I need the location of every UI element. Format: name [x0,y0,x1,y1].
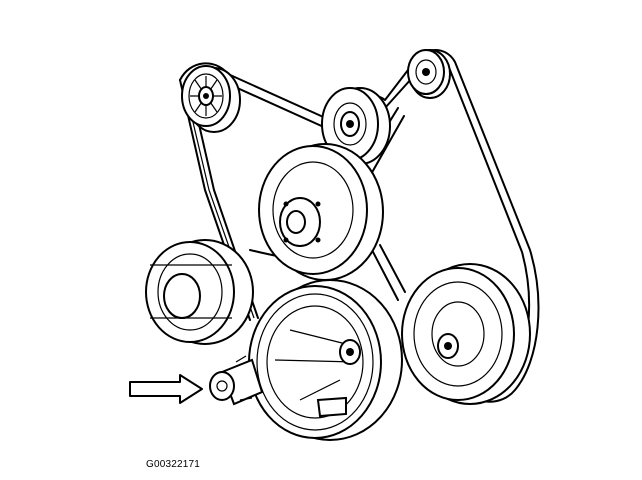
generator-pulley [145,239,254,345]
power-steering-pulley [401,263,531,405]
crankshaft-balancer [248,279,403,441]
figure-id-label: G00322171 [146,459,201,470]
callout-arrow [129,374,203,404]
idler-pulley-top [321,87,391,165]
idler-pulley-upper-left [181,65,241,133]
water-pump-pulley [258,143,384,281]
belt-tensioner [209,355,264,406]
idler-pulley-top-right [407,49,451,99]
